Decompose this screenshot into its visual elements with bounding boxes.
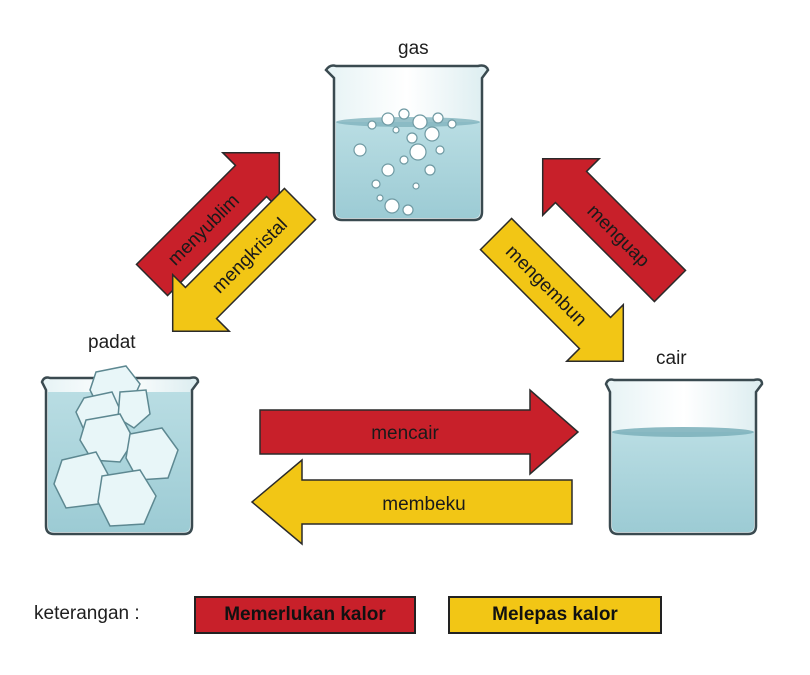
arrow-freezing: membeku — [250, 458, 573, 546]
gas-label: gas — [398, 38, 429, 59]
liquid-label: cair — [656, 348, 687, 369]
arrow-freezing-label: membeku — [382, 494, 465, 515]
legend-requires-heat-text: Memerlukan kalor — [224, 604, 386, 625]
arrow-melting-label: mencair — [371, 423, 439, 444]
legend-requires-heat: Memerlukan kalor — [194, 596, 416, 634]
ice-cubes — [53, 365, 179, 527]
liquid-beaker: cair — [604, 348, 764, 536]
legend-releases-heat-text: Melepas kalor — [492, 604, 618, 625]
solid-label: padat — [88, 332, 136, 353]
legend-label: keterangan : — [34, 603, 140, 624]
legend-releases-heat: Melepas kalor — [448, 596, 662, 634]
arrow-melting: mencair — [259, 388, 580, 476]
gas-bubbles — [353, 108, 457, 216]
gas-beaker: gas — [324, 38, 490, 222]
solid-beaker: padat — [40, 332, 200, 536]
